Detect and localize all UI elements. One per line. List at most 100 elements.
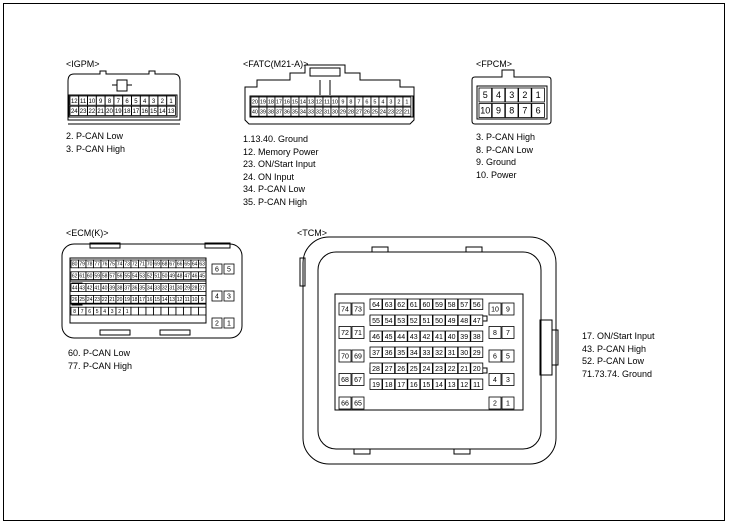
ecm-pin-label: 31	[169, 285, 175, 291]
tcm-pin-label: 18	[385, 382, 393, 389]
fatc-pin-label: 26	[364, 110, 370, 116]
fatc-pin-label: 29	[340, 110, 346, 116]
tcm-pin-cell	[488, 326, 502, 339]
fatc-pin-label: 12	[316, 100, 322, 106]
ecm-pin-label: 33	[154, 285, 160, 291]
fatc-pin-label: 36	[284, 110, 290, 116]
ecm-pin-label: 53	[139, 274, 145, 280]
tcm-pin-cell	[470, 330, 484, 342]
igpm-note: 3. P-CAN High	[66, 143, 126, 154]
fpcm-pin-cell	[518, 87, 532, 103]
fatc-pin-label: 28	[348, 110, 354, 116]
fatc-pin-label: 8	[349, 100, 352, 106]
igpm-key	[116, 79, 128, 92]
tcm-pin-cell	[419, 378, 433, 390]
tcm-pin-cell	[432, 298, 446, 310]
tcm-pin-cell	[338, 326, 352, 339]
fpcm-pin-label: 7	[522, 106, 527, 116]
fpcm-notes: 3. P-CAN High 8. P-CAN Low 9. Ground 10.…	[476, 131, 535, 181]
tcm-pin-label: 8	[493, 330, 497, 337]
tcm-pin-label: 55	[372, 318, 380, 325]
tcm-pin-cell	[501, 396, 515, 410]
tcm-pin-label: 33	[423, 350, 431, 357]
ecm-pin-label: 39	[109, 285, 115, 291]
ecm-pin-label: 72	[132, 262, 138, 268]
tcm-pin-cell	[369, 298, 383, 310]
tcm-pin-cell	[369, 314, 383, 326]
tcm-pin-label: 58	[448, 302, 456, 309]
tcm-pin-label: 24	[423, 366, 431, 373]
fatc-pin-label: 5	[373, 100, 376, 106]
tcm-pin-cell	[488, 349, 502, 363]
igpm-pin-label: 12	[71, 99, 78, 105]
ecm-pin-label: 5	[227, 267, 231, 274]
tcm-pin-cell	[457, 314, 471, 326]
fatc-pin-label: 4	[381, 100, 384, 106]
ecm-pin-cell	[223, 263, 235, 275]
fatc-housing	[244, 64, 415, 125]
tcm-pin-cell	[445, 346, 459, 358]
tcm-pin-label: 39	[460, 334, 468, 341]
igpm-pin-label: 5	[134, 99, 138, 105]
tcm-pin-label: 63	[385, 302, 393, 309]
tcm-pin-cell	[419, 330, 433, 342]
tcm-note: 52. P-CAN Low	[582, 356, 645, 366]
ecm-pin-label: 50	[162, 274, 168, 280]
tcm-pin-cell	[432, 378, 446, 390]
igpm-pin-label: 13	[168, 109, 175, 115]
ecm-pin-cell	[145, 306, 154, 316]
ecm-pin-label: 6	[88, 309, 91, 315]
ecm-pin-label: 40	[102, 285, 108, 291]
fatc-pin-label: 33	[308, 110, 314, 116]
tcm-pin-cell	[470, 362, 484, 374]
tcm-pin-label: 47	[473, 318, 481, 325]
ecm-pin-label: 66	[177, 262, 183, 268]
tcm-pin-label: 7	[506, 330, 510, 337]
ecm-pin-label: 73	[124, 262, 130, 268]
tcm-pin-label: 1	[506, 401, 510, 408]
tcm-pin-label: 23	[435, 366, 443, 373]
tcm-pin-label: 22	[448, 366, 456, 373]
ecm-pin-label: 7	[81, 309, 84, 315]
tcm-pin-cell	[351, 326, 365, 339]
tcm-pin-cell	[369, 346, 383, 358]
igpm-note: 2. P-CAN Low	[66, 131, 124, 141]
ecm-pin-label: 58	[102, 274, 108, 280]
fatc-pin-label: 20	[252, 100, 258, 106]
tcm-pin-cell	[457, 298, 471, 310]
tcm-pin-cell	[382, 378, 396, 390]
ecm-pin-cell	[153, 306, 162, 316]
tcm-pin-label: 72	[341, 330, 349, 337]
ecm-pin-cell	[168, 306, 177, 316]
ecm-latch	[99, 329, 131, 336]
tcm-pin-label: 20	[473, 366, 481, 373]
tcm-pin-cell	[382, 346, 396, 358]
tcm-pin-label: 25	[410, 366, 418, 373]
igpm-pin-label: 11	[80, 99, 87, 105]
fatc-note: 35. P-CAN High	[243, 196, 308, 207]
tcm-pin-label: 61	[410, 302, 418, 309]
ecm-pin-label: 45	[199, 274, 205, 280]
tcm-pin-label: 36	[385, 350, 393, 357]
ecm-pin-label: 37	[124, 285, 130, 291]
tcm-pin-cell	[351, 349, 365, 363]
fpcm-pin-label: 4	[496, 90, 501, 100]
ecm-pin-label: 76	[102, 262, 108, 268]
igpm-pin-label: 4	[143, 99, 147, 105]
ecm-note: 77. P-CAN High	[68, 360, 133, 371]
ecm-pin-label: 27	[199, 285, 205, 291]
igpm-pin-label: 17	[133, 109, 140, 115]
fpcm-pin-label: 6	[536, 106, 541, 116]
ecm-pin-label: 21	[109, 297, 115, 303]
ecm-pin-cell	[160, 306, 169, 316]
fatc-pin-label: 27	[356, 110, 362, 116]
tcm-note: 71.73.74. Ground	[582, 368, 653, 379]
fatc-pin-label: 22	[396, 110, 402, 116]
tcm-pin-label: 14	[435, 382, 443, 389]
igpm-pin-label: 9	[99, 99, 103, 105]
ecm-pin-cell	[130, 306, 139, 316]
tcm-pin-cell	[351, 373, 365, 386]
